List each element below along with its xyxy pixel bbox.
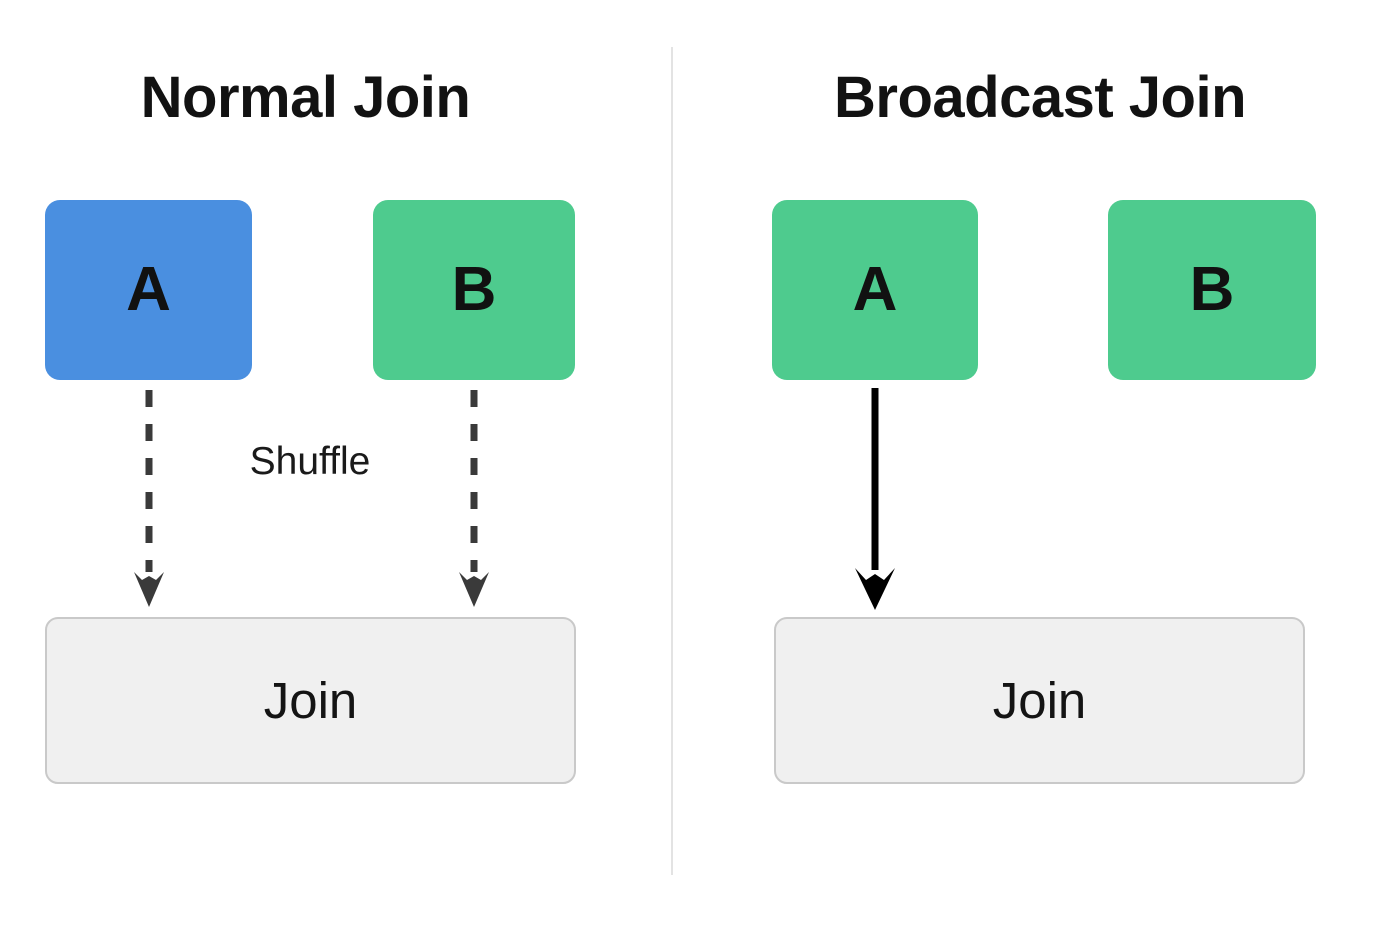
- join-result-label-normal: Join: [263, 672, 358, 729]
- join-result-label-broadcast: Join: [992, 672, 1087, 729]
- panel-title-broadcast-join: Broadcast Join: [834, 65, 1247, 130]
- broadcast-arrow-icon: [855, 388, 895, 610]
- shuffle-caption: Shuffle: [249, 440, 371, 483]
- join-result-box-normal: Join: [45, 617, 576, 784]
- shuffle-arrow-a-icon: [134, 390, 164, 607]
- shuffle-arrow-b-icon: [459, 390, 489, 607]
- dataset-box-b-broadcast-label: B: [1189, 255, 1235, 324]
- dataset-box-b-normal: B: [373, 200, 575, 380]
- dataset-box-a-broadcast-label: A: [852, 255, 898, 324]
- dataset-box-b-normal-label: B: [451, 255, 497, 324]
- dataset-box-b-broadcast: B: [1108, 200, 1316, 380]
- dataset-box-a-normal: A: [45, 200, 252, 380]
- dataset-box-a-normal-label: A: [126, 255, 171, 324]
- panel-title-normal-join: Normal Join: [140, 65, 471, 130]
- join-result-box-broadcast: Join: [774, 617, 1305, 784]
- panel-divider: [671, 47, 673, 875]
- dataset-box-a-broadcast: A: [772, 200, 978, 380]
